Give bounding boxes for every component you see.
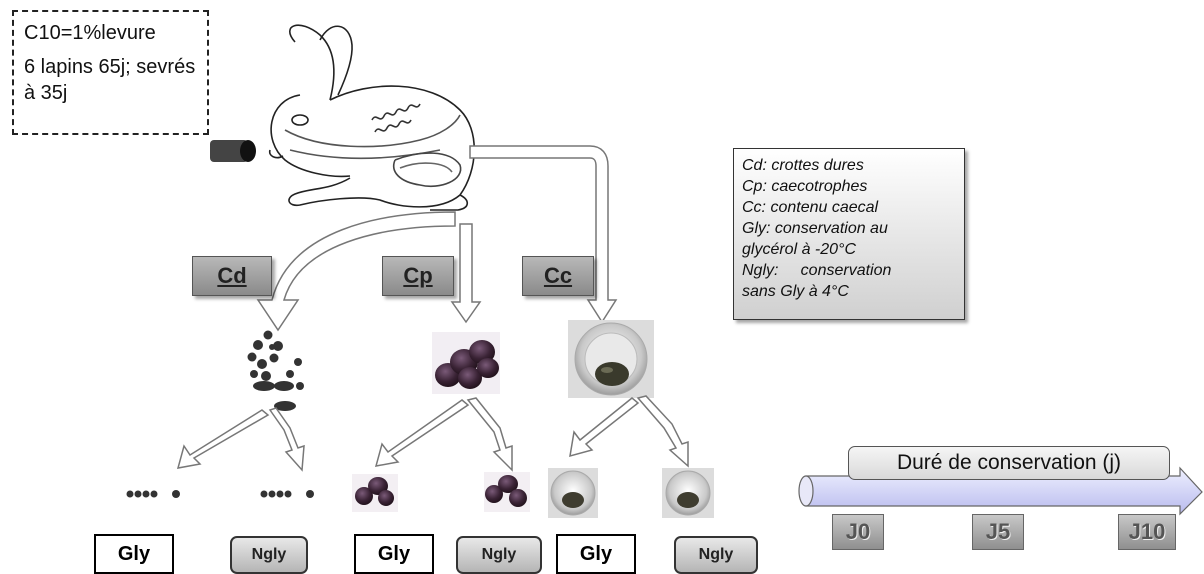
cp-ngly-label: Ngly (456, 536, 542, 574)
cc-gly-label: Gly (556, 534, 636, 574)
legend-line: Ngly: conservation (742, 262, 892, 279)
diet-line-2: 6 lapins 65j; sevrés à 35j (24, 56, 196, 104)
legend-line: Cd: crottes dures (742, 157, 864, 174)
cp-ngly-sample (484, 472, 530, 512)
legend-line: Gly: conservation au (742, 220, 888, 237)
cp-caecotrophes-image (432, 332, 500, 394)
abbreviation-legend: Cd: crottes dures Cp: caecotrophes Cc: c… (733, 148, 965, 320)
sample-label-cp: Cp (382, 256, 454, 296)
timeline-day-j10: J10 (1118, 514, 1176, 550)
feed-pellet-icon (210, 140, 256, 162)
timeline-day-j5: J5 (972, 514, 1024, 550)
arrow-to-cd (256, 211, 456, 332)
cc-ngly-sample (662, 468, 714, 518)
legend-line: glycérol à -20°C (742, 241, 856, 258)
legend-line: sans Gly à 4°C (742, 283, 849, 300)
rabbit-illustration (268, 24, 476, 211)
legend-line: Cp: caecotrophes (742, 178, 868, 195)
diet-line-1: C10=1%levure (24, 22, 156, 44)
cp-gly-label: Gly (354, 534, 434, 574)
split-arrows-cd (176, 407, 305, 472)
cd-ngly-pellets (260, 490, 314, 498)
cd-ngly-label: Ngly (230, 536, 308, 574)
sample-label-cc: Cc (522, 256, 594, 296)
cd-gly-pellets (126, 490, 180, 498)
cd-gly-label: Gly (94, 534, 174, 574)
cc-caecal-content-image (568, 320, 654, 398)
timeline-title: Duré de conservation (j) (848, 446, 1170, 480)
split-arrows-cp (374, 397, 513, 472)
split-arrows-cc (569, 395, 689, 468)
arrow-to-cp (450, 223, 482, 324)
arrow-to-cc (469, 145, 618, 324)
cd-pellets (247, 330, 304, 411)
sample-label-cd: Cd (192, 256, 272, 296)
cp-gly-sample (352, 474, 398, 512)
legend-line: Cc: contenu caecal (742, 199, 879, 216)
diet-info-box: C10=1%levure 6 lapins 65j; sevrés à 35j (12, 10, 209, 135)
cc-ngly-label: Ngly (674, 536, 758, 574)
cc-gly-sample (548, 468, 598, 518)
timeline-day-j0: J0 (832, 514, 884, 550)
